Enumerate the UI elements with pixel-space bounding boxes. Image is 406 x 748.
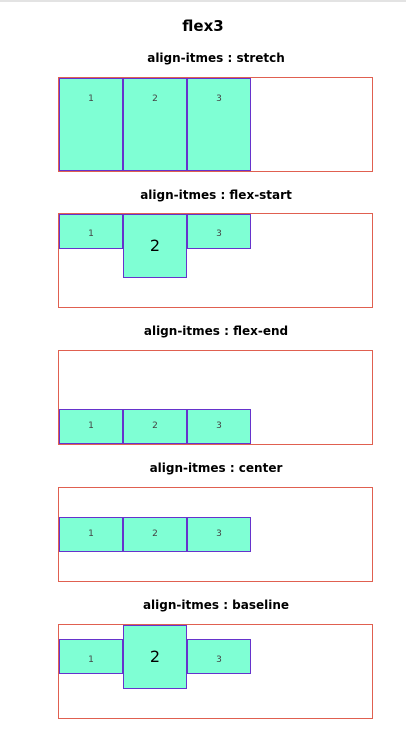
section-title-baseline: align-itmes : baseline [142, 598, 290, 612]
flex-item-1: 1 [59, 409, 123, 444]
flex-item-1: 1 [59, 639, 123, 674]
flex-item-3: 3 [187, 517, 251, 552]
flex-container-flex-start: 1 2 3 [58, 213, 373, 308]
flex-item-2: 2 [123, 517, 187, 552]
section-title-flex-end: align-itmes : flex-end [143, 324, 289, 338]
flex-item-3: 3 [187, 409, 251, 444]
flex-item-1: 1 [59, 78, 123, 171]
flex-item-2: 2 [123, 625, 187, 689]
flex-item-2: 2 [123, 78, 187, 171]
flex-item-3: 3 [187, 639, 251, 674]
flex-item-2: 2 [123, 214, 187, 278]
flex-item-1: 1 [59, 214, 123, 249]
flex-container-center: 1 2 3 [58, 487, 373, 582]
flex-item-3: 3 [187, 214, 251, 249]
section-title-flex-start: align-itmes : flex-start [140, 188, 292, 202]
flex-container-baseline: 1 2 3 [58, 624, 373, 719]
flex-item-1: 1 [59, 517, 123, 552]
section-title-stretch: align-itmes : stretch [147, 51, 285, 65]
flex-container-flex-end: 1 2 3 [58, 350, 373, 445]
flex-item-2: 2 [123, 409, 187, 444]
page-title: flex3 [182, 17, 224, 35]
top-border [0, 0, 406, 2]
section-title-center: align-itmes : center [149, 461, 283, 475]
flex-item-3: 3 [187, 78, 251, 171]
flex-container-stretch: 1 2 3 [58, 77, 373, 172]
